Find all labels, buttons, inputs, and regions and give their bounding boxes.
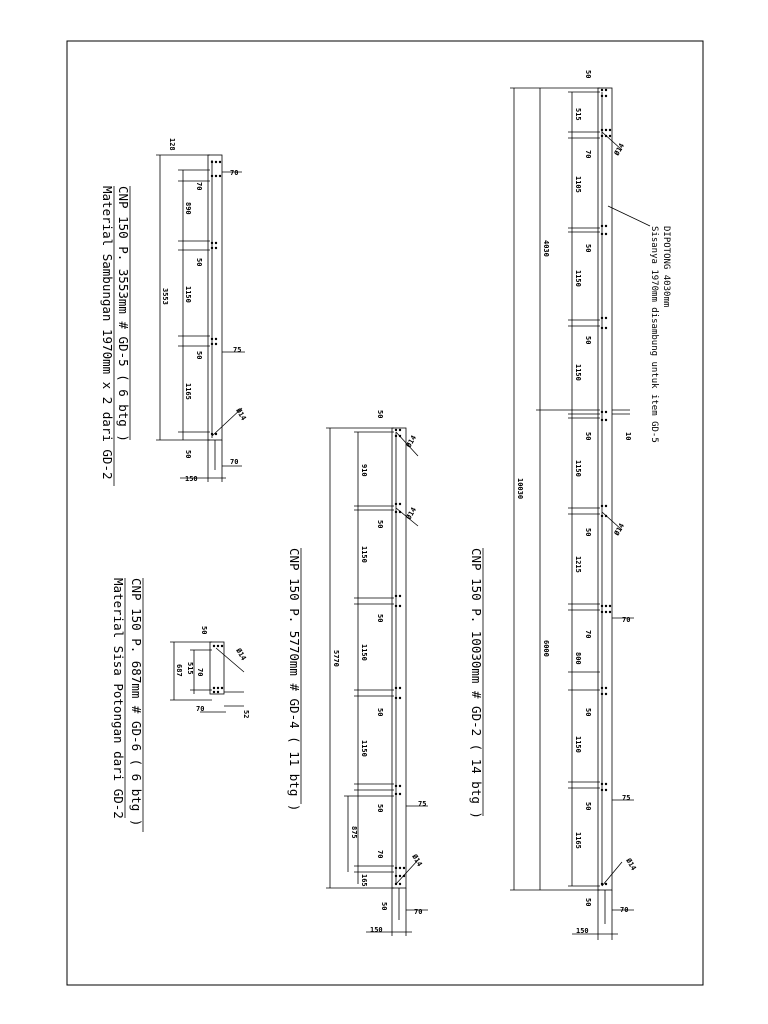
gd2-seg2: 1105 xyxy=(574,176,582,193)
gd2-cut-gap: 10 xyxy=(624,432,632,440)
gd5-hole-mid: 75 xyxy=(233,346,241,354)
gd5-drawing xyxy=(156,154,245,482)
gd2-gap2: 50 xyxy=(584,244,592,252)
gd4-gap4: 50 xyxy=(376,804,384,812)
gd6-total: 687 xyxy=(175,664,183,677)
gd4-gap5: 70 xyxy=(376,850,384,858)
gd6-holes xyxy=(212,644,224,694)
gd4-hole-70: 70 xyxy=(414,908,422,916)
gd4-beam xyxy=(391,427,407,889)
gd5-seg3: 1165 xyxy=(184,383,192,400)
gd4-seg4: 1150 xyxy=(360,740,368,757)
gd6-seg1: 515 xyxy=(186,662,194,675)
gd4-hole-dia-bottom: Ø14 xyxy=(410,852,424,868)
gd5-labels: 128 890 70 50 1150 50 1165 50 3553 70 75… xyxy=(100,138,248,486)
gd2-cut-note-2: Sisanya 1970mm disambung untuk item GD-5 xyxy=(649,226,659,443)
gd6-hole-70: 70 xyxy=(196,705,204,713)
gd6-beam xyxy=(209,641,225,695)
gd2-total: 10030 xyxy=(516,478,524,499)
gd2-seg3: 1150 xyxy=(574,270,582,287)
gd6-hole-52: 52 xyxy=(242,710,250,718)
gd4-seg2: 1150 xyxy=(360,546,368,563)
gd2-gap7: 50 xyxy=(584,708,592,716)
gd5-gap2: 50 xyxy=(195,351,203,359)
gd2-seg5: 1150 xyxy=(574,460,582,477)
gd2-hole-70: 70 xyxy=(622,616,630,624)
gd4-gap1: 50 xyxy=(376,520,384,528)
gd2-gap1: 70 xyxy=(584,150,592,158)
gd6-top-edge: 50 xyxy=(200,626,208,634)
gd2-holes xyxy=(600,88,612,886)
gd2-part-b: 6000 xyxy=(542,640,550,657)
gd2-beam xyxy=(597,87,613,891)
gd2-title: CNP 150 P. 10030mm # GD-2 ( 14 btg ) xyxy=(469,548,484,819)
gd2-seg4: 1150 xyxy=(574,364,582,381)
gd6-gap1: 70 xyxy=(196,668,204,676)
gd2-labels: 50 515 70 1105 50 1150 50 1150 10 50 115… xyxy=(469,70,671,935)
gd2-seg1: 515 xyxy=(574,108,582,121)
gd2-drawing xyxy=(510,87,651,940)
gd4-seg3: 1150 xyxy=(360,644,368,661)
gd5-width: 150 xyxy=(185,475,198,483)
gd4-holes xyxy=(394,428,406,886)
gd4-width: 150 xyxy=(370,926,383,934)
gd5-bolt-bottom: 70 xyxy=(230,458,238,466)
gd2-part-a: 4030 xyxy=(542,240,550,257)
gd5-bolt-top: 70 xyxy=(230,169,238,177)
gd5-top-edge: 128 xyxy=(168,138,176,151)
gd2-seg8: 1150 xyxy=(574,736,582,753)
gd4-gap3: 50 xyxy=(376,708,384,716)
gd5-subtitle: Material Sambungan 1970mm x 2 dari GD-2 xyxy=(100,186,115,480)
gd2-hole-75: 75 xyxy=(622,794,630,802)
gd5-holes xyxy=(210,160,222,436)
gd2-top-edge: 50 xyxy=(584,70,592,78)
gd2-hole-dia-1: Ø14 xyxy=(612,142,626,158)
gd2-hole-dia-3: Ø14 xyxy=(624,856,638,872)
gd4-bottom-edge: 50 xyxy=(380,902,388,910)
gd6-drawing xyxy=(170,641,245,713)
gd2-hole-70b: 70 xyxy=(620,906,628,914)
gd6-hole-dia: Ø14 xyxy=(234,646,248,662)
gd5-total: 3553 xyxy=(161,288,169,305)
gd2-gap5: 50 xyxy=(584,528,592,536)
gd4-seg5: 875 xyxy=(350,826,358,839)
gd2-gap4: 50 xyxy=(584,432,592,440)
gd5-seg2: 1150 xyxy=(184,286,192,303)
gd2-gap3: 50 xyxy=(584,336,592,344)
gd4-bottom-inner: 165 xyxy=(360,874,368,887)
gd6-subtitle: Material Sisa Potongan dari GD-2 xyxy=(111,578,126,819)
gd2-bottom-edge: 50 xyxy=(584,898,592,906)
gd4-seg1: 910 xyxy=(360,464,368,477)
gd5-gap1: 50 xyxy=(195,258,203,266)
gd4-labels: 50 910 50 1150 50 1150 50 1150 50 875 70… xyxy=(287,410,426,934)
gd6-labels: 50 515 70 687 70 52 Ø14 CNP 150 P. 687mm… xyxy=(111,578,250,832)
gd2-gap6: 70 xyxy=(584,630,592,638)
gd5-beam xyxy=(207,154,223,441)
gd5-seg1: 890 xyxy=(184,202,192,215)
gd4-gap2: 50 xyxy=(376,614,384,622)
gd2-gap8: 50 xyxy=(584,802,592,810)
gd2-hole-dia-2: Ø14 xyxy=(612,522,626,538)
gd2-seg6: 1215 xyxy=(574,556,582,573)
gd5-title: CNP 150 P. 3553mm # GD-5 ( 6 btg ) xyxy=(116,186,131,442)
gd4-title: CNP 150 P. 5770mm # GD-4 ( 11 btg ) xyxy=(287,548,302,811)
gd2-cut-note-1: DIPOTONG 4030mm xyxy=(661,226,671,307)
gd2-width: 150 xyxy=(576,927,589,935)
gd4-drawing xyxy=(326,427,428,936)
gd5-bottom-edge: 50 xyxy=(184,450,192,458)
gd4-total: 5770 xyxy=(332,650,340,667)
gd4-hole-75: 75 xyxy=(418,800,426,808)
gd5-hole-top-inner: 70 xyxy=(195,182,203,190)
gd6-title: CNP 150 P. 687mm # GD-6 ( 6 btg ) xyxy=(129,578,144,826)
gd4-top-edge: 50 xyxy=(376,410,384,418)
gd2-seg7: 800 xyxy=(574,652,582,665)
gd2-seg9: 1165 xyxy=(574,832,582,849)
sheet-border xyxy=(66,40,704,986)
